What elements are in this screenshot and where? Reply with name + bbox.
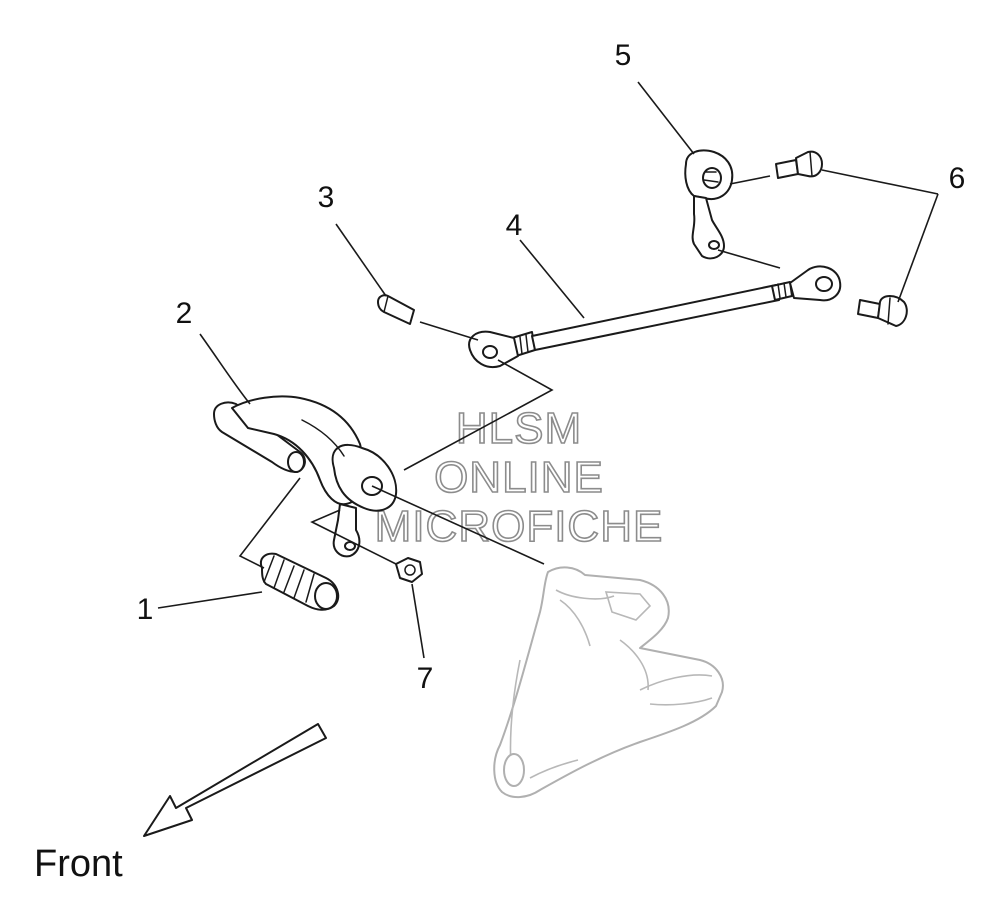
front-direction-arrow (143, 723, 327, 837)
watermark-line-2: ONLINE (434, 453, 604, 502)
callout-1: 1 (137, 593, 154, 626)
front-label: Front (34, 843, 123, 885)
frame-ghost-outline (493, 566, 724, 798)
shift-arm (684, 149, 734, 260)
callout-3: 3 (318, 181, 335, 214)
leader-lines (157, 81, 939, 659)
shift-rod (468, 265, 842, 368)
callouts: 1 2 3 4 5 6 7 (137, 39, 966, 695)
pedal-rubber (260, 552, 340, 611)
callout-2: 2 (176, 297, 193, 330)
callout-6: 6 (949, 162, 966, 195)
pivot-pin (377, 294, 415, 325)
callout-4: 4 (506, 209, 523, 242)
bolt-upper (775, 150, 823, 179)
watermark: HLSM ONLINE MICROFICHE (374, 403, 664, 552)
nut (395, 557, 423, 583)
watermark-line-3: MICROFICHE (375, 502, 664, 551)
shift-pedal (213, 395, 398, 558)
callout-7: 7 (417, 662, 434, 695)
watermark-line-1: HLSM (456, 404, 582, 453)
callout-5: 5 (615, 39, 632, 72)
bolt-lower (857, 295, 908, 327)
